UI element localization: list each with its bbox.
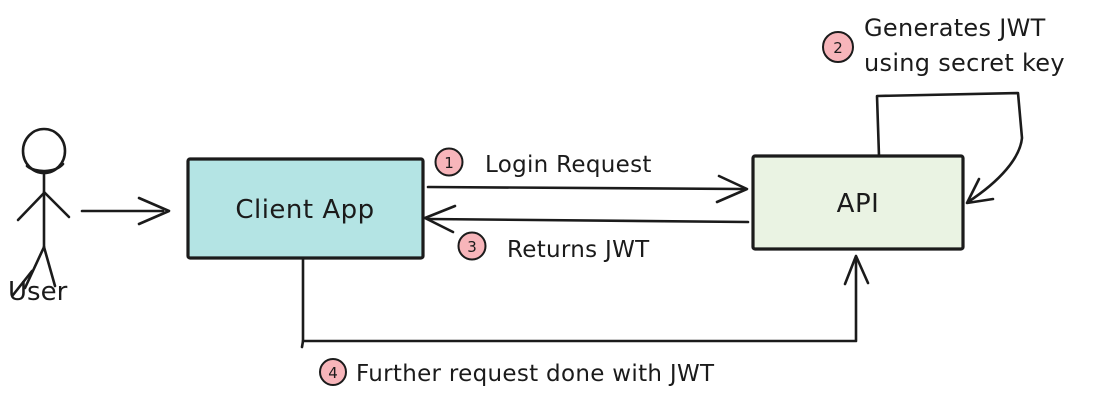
self-loop-path bbox=[875, 91, 1024, 204]
user-label: User bbox=[8, 277, 68, 307]
user-left-leg bbox=[23, 245, 46, 290]
returns-jwt-label: Returns JWT bbox=[507, 237, 650, 263]
login-request-arrowhead bbox=[715, 174, 749, 204]
login-request-label: Login Request bbox=[485, 152, 652, 178]
step-4-number: 4 bbox=[328, 364, 338, 382]
further-request-arrowhead bbox=[843, 254, 870, 286]
step-3-badge bbox=[457, 231, 487, 261]
user-to-client-arrow bbox=[80, 196, 171, 226]
user-right-leg bbox=[42, 245, 57, 288]
api-node: API bbox=[751, 154, 965, 251]
user-left-arm bbox=[16, 191, 46, 222]
client-app-box bbox=[186, 157, 425, 260]
step-4-badge bbox=[319, 358, 347, 386]
returns-jwt-arrowhead bbox=[423, 204, 457, 234]
step-2-badge bbox=[822, 31, 854, 63]
returns-jwt-arrow: 3 Returns JWT bbox=[423, 204, 750, 263]
step-2-number: 2 bbox=[833, 39, 843, 57]
login-request-arrow: 1 Login Request bbox=[426, 147, 749, 204]
further-request-path bbox=[301, 256, 858, 343]
client-app-label: Client App bbox=[235, 195, 374, 225]
further-request-label: Further request done with JWT bbox=[356, 361, 715, 387]
further-request-arrow: 4 Further request done with JWT bbox=[300, 254, 870, 387]
self-loop-arrowhead bbox=[965, 177, 995, 205]
login-request-arrow-line bbox=[426, 185, 746, 191]
step-1-number: 1 bbox=[444, 154, 454, 172]
step-1-badge bbox=[434, 147, 464, 177]
user-head-overdraw bbox=[25, 162, 65, 173]
returns-jwt-arrow-line bbox=[426, 217, 750, 224]
generates-jwt-label-line2: using secret key bbox=[864, 49, 1065, 77]
step-3-number: 3 bbox=[467, 238, 477, 256]
generates-jwt-self-loop: 2 Generates JWT using secret key bbox=[822, 14, 1065, 205]
user-right-arm bbox=[42, 190, 71, 219]
api-box bbox=[751, 154, 965, 251]
user-figure: User bbox=[8, 127, 71, 307]
generates-jwt-label-line1: Generates JWT bbox=[864, 14, 1046, 42]
client-app-node: Client App bbox=[186, 157, 425, 260]
user-to-client-arrowhead bbox=[137, 196, 171, 226]
further-request-corner-tick bbox=[300, 339, 305, 349]
api-label: API bbox=[837, 189, 880, 219]
user-left-foot bbox=[11, 269, 34, 297]
